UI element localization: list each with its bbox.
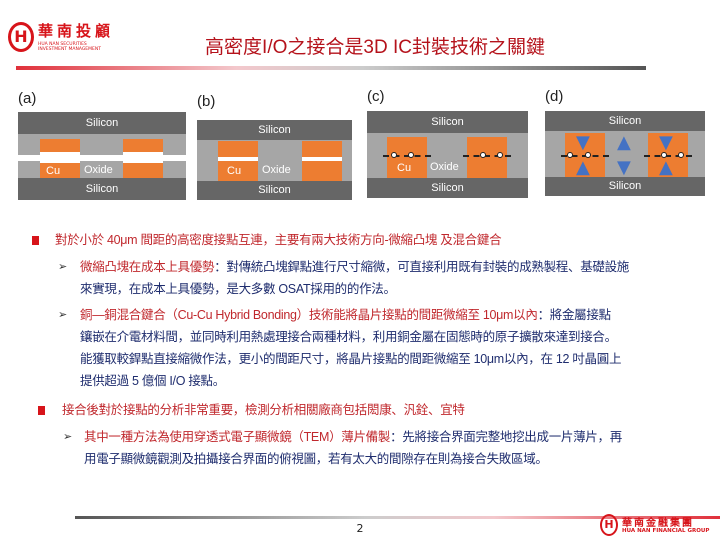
footer-logo-subtext: HUA NAN FINANCIAL GROUP <box>622 528 710 534</box>
sub-bullet-text: ：將金屬接點 <box>537 308 612 322</box>
title-divider <box>16 66 646 70</box>
sub-bullet-bold: 微縮凸塊在成本上具優勢 <box>80 260 215 274</box>
oxide-label: Oxide <box>430 161 459 173</box>
silicon-top: Silicon <box>18 112 186 134</box>
cu-pad <box>218 141 258 181</box>
arrow-bullet-icon: ➢ <box>58 260 68 273</box>
bond-line <box>644 155 692 157</box>
oxide-label: Oxide <box>262 164 291 176</box>
bullet-square-icon <box>38 406 45 415</box>
sub-bullet-text: 能獲取較銲點直接縮微作法，更小的間距尺寸，將晶片接點的間距微縮至 10μm以內，… <box>80 352 622 366</box>
logo-text: 華南投顧 <box>38 22 115 40</box>
arrow-up-icon: ▲ <box>617 132 631 153</box>
gap <box>123 152 163 163</box>
diagram-b: Silicon Cu Oxide Silicon <box>197 120 352 200</box>
company-logo: H 華南投顧 HUA NAN SECURITIES INVESTMENT MAN… <box>8 20 110 56</box>
sub-bullet-text: 來實現，在成本上具優勢，是大多數 OSAT採用的的作法。 <box>80 282 396 296</box>
bullet-2-text: 接合後對於接點的分析非常重要，檢測分析相關廠商包括閎康、汎銓、宜特 <box>62 403 465 417</box>
sub-bullet-text: ：對傳統凸塊銲點進行尺寸縮微，可直接利用既有封裝的成熟製程、基礎設施 <box>214 260 630 274</box>
diagram-a: Silicon Cu Oxide Silicon <box>18 112 186 200</box>
sub-bullet-1-2: 銅—銅混合鍵合（Cu-Cu Hybrid Bonding）技術能將晶片接點的間距… <box>80 304 621 392</box>
diagram-b-label: (b) <box>197 93 216 110</box>
silicon-bottom: Silicon <box>18 178 186 200</box>
cu-label: Cu <box>227 165 242 177</box>
diagram-c: Silicon Cu Oxide Silicon <box>367 111 528 198</box>
arrow-up-icon: ▲ <box>576 157 590 178</box>
sub-bullet-2-1: 其中一種方法為使用穿透式電子顯微鏡（TEM）薄片備製：先將接合界面完整地挖出成一… <box>84 426 622 470</box>
bond-line <box>383 155 431 157</box>
gap <box>18 155 186 161</box>
arrow-up-icon: ▲ <box>659 157 673 178</box>
arrow-down-icon: ▼ <box>576 132 590 153</box>
atom-icon <box>585 152 591 158</box>
bullet-1-text: 對於小於 40μm 間距的高密度接點互連，主要有兩大技術方向-微縮凸塊 及混合鍵… <box>55 233 502 247</box>
footer-logo-text: 華南金融集團 <box>622 518 694 529</box>
diagram-d: Silicon ▼ ▲ ▲ ▼ ▼ ▲ Silicon <box>545 111 705 196</box>
atom-icon <box>408 152 414 158</box>
sub-bullet-bold: 銅—銅混合鍵合（Cu-Cu Hybrid Bonding）技術能將晶片接點的間距… <box>80 308 538 322</box>
diagram-d-label: (d) <box>545 88 564 105</box>
diagram-c-label: (c) <box>367 88 385 105</box>
arrow-bullet-icon: ➢ <box>58 308 68 321</box>
bullet-square-icon <box>32 236 39 245</box>
bond-line <box>463 155 511 157</box>
sub-bullet-1-1: 微縮凸塊在成本上具優勢：對傳統凸塊銲點進行尺寸縮微，可直接利用既有封裝的成熟製程… <box>80 256 629 300</box>
gap <box>218 157 258 161</box>
atom-icon <box>661 152 667 158</box>
sub-bullet-text: 鑲嵌在介電材料間，並同時利用熱處理接合兩種材料，利用銅金屬在固態時的原子擴散來達… <box>80 330 617 344</box>
atom-icon <box>567 152 573 158</box>
sub-bullet-bold: 其中一種方法為使用穿透式電子顯微鏡（TEM）薄片備製 <box>84 430 391 444</box>
silicon-bottom: Silicon <box>197 181 352 200</box>
sub-bullet-text: 提供超過 5 億個 I/O 接點。 <box>80 374 225 388</box>
atom-icon <box>391 152 397 158</box>
arrow-down-icon: ▼ <box>617 157 631 178</box>
footer-divider <box>75 516 720 519</box>
page-number: 2 <box>356 522 364 535</box>
sub-bullet-text: ：先將接合界面完整地挖出成一片薄片，再 <box>390 430 622 444</box>
logo-mark-icon: H <box>8 22 34 52</box>
cu-label: Cu <box>46 165 61 177</box>
gap <box>40 152 80 163</box>
atom-icon <box>480 152 486 158</box>
cu-pad <box>302 141 342 181</box>
silicon-top: Silicon <box>545 111 705 131</box>
silicon-bottom: Silicon <box>545 177 705 196</box>
atom-icon <box>678 152 684 158</box>
silicon-top: Silicon <box>197 120 352 140</box>
oxide-label: Oxide <box>84 164 113 176</box>
silicon-top: Silicon <box>367 111 528 133</box>
arrow-bullet-icon: ➢ <box>63 430 73 443</box>
arrow-down-icon: ▼ <box>659 132 673 153</box>
cu-label: Cu <box>397 162 412 174</box>
silicon-bottom: Silicon <box>367 178 528 198</box>
atom-icon <box>497 152 503 158</box>
sub-bullet-text: 用電子顯微鏡觀測及拍攝接合界面的俯視圖，若有太大的間隙存在則為接合失敗區域。 <box>84 452 548 466</box>
slide-title: 高密度I/O之接合是3D IC封裝技術之關鍵 <box>205 37 545 58</box>
diagram-a-label: (a) <box>18 90 37 107</box>
logo-subtext: HUA NAN SECURITIES INVESTMENT MANAGEMENT <box>38 42 101 52</box>
footer-logo: H 華南金融集團 HUA NAN FINANCIAL GROUP <box>600 514 720 538</box>
logo-mark-icon: H <box>600 514 618 536</box>
gap <box>302 157 342 161</box>
